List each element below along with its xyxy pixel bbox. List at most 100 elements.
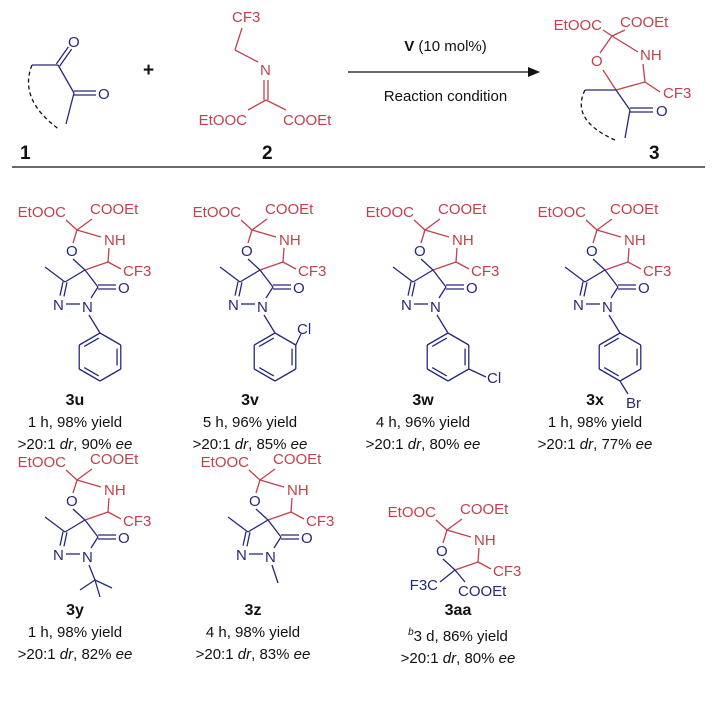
aromatic-bond (426, 332, 449, 346)
methyl-bond (219, 266, 241, 283)
imine-bond (583, 282, 588, 297)
aromatic-bond (78, 368, 101, 382)
bond (248, 469, 261, 481)
ester-group: EtOOC (199, 112, 248, 129)
selectivity: >20:1 dr, 80% ee (378, 648, 538, 670)
bromine-atom: Br (626, 395, 641, 412)
bond (290, 511, 305, 520)
ee-value: , 80% (456, 650, 495, 667)
bond (592, 258, 606, 271)
bond (76, 479, 102, 488)
ee-label: ee (115, 436, 133, 453)
product-label: 3 (649, 143, 660, 164)
ring-bond (273, 536, 282, 549)
time-yield-text: 1 h, 98% yield (27, 624, 123, 641)
ring-bond (65, 92, 75, 125)
bond (420, 229, 426, 244)
ee-label: ee (115, 646, 133, 663)
aromatic-bond (603, 337, 620, 348)
bond (627, 247, 630, 263)
oxygen-atom: O (466, 280, 478, 297)
bond (251, 218, 268, 231)
oxygen-atom: O (66, 493, 78, 510)
ee-label: ee (498, 650, 516, 667)
bond (267, 511, 292, 521)
bond (72, 508, 86, 521)
methyl-bond (227, 516, 249, 533)
ee-label: ee (463, 436, 481, 453)
nitrogen-atom: N (236, 547, 247, 564)
bond (65, 469, 78, 481)
nitrogen-atom: N (602, 299, 613, 316)
aromatic-bond (253, 368, 276, 382)
ring-bond (412, 269, 434, 283)
ester-group: EtOOC (554, 17, 603, 34)
bond (76, 229, 102, 238)
compound-caption: 3z 4 h, 98% yield >20:1 dr, 83% ee (173, 600, 333, 666)
compound-label: 3y (66, 602, 84, 619)
cf3-group: CF3 (123, 263, 151, 280)
bond (642, 63, 646, 83)
bond (247, 258, 261, 271)
reactant-2-label: 2 (262, 143, 273, 164)
ester-group: COOEt (265, 201, 314, 218)
ester-group: COOEt (438, 201, 487, 218)
dr-value: >20:1 (17, 436, 56, 453)
oxygen-atom: O (656, 103, 668, 120)
dr-label: dr (234, 436, 249, 453)
methyl-bond (44, 516, 66, 533)
bond (265, 99, 287, 111)
selectivity: >20:1 dr, 80% ee (343, 434, 503, 456)
oxygen-atom: O (68, 34, 80, 51)
compound-caption: 3x 1 h, 98% yield >20:1 dr, 77% ee (515, 390, 675, 456)
time-yield-text: 1 h, 98% yield (27, 414, 123, 431)
oxygen-atom: O (586, 243, 598, 260)
methyl-bond (94, 579, 113, 589)
bond (240, 219, 253, 231)
dr-value: >20:1 (537, 436, 576, 453)
compound-label: 3v (241, 392, 259, 409)
nitrogen-atom: N (228, 297, 239, 314)
dr-value: >20:1 (365, 436, 404, 453)
bond (477, 561, 492, 570)
aromatic-bond (99, 368, 122, 382)
time-yield-text: 3 d, 86% yield (413, 628, 508, 645)
bond (259, 261, 284, 271)
imine-bond (407, 281, 412, 296)
bond (107, 511, 122, 520)
nitrogen-atom: N (82, 299, 93, 316)
dr-value: >20:1 (400, 650, 439, 667)
aromatic-bond (274, 332, 297, 346)
aromatic-bond (426, 368, 449, 382)
chlorine-atom: Cl (487, 370, 501, 387)
bond (424, 229, 450, 238)
bond (602, 29, 613, 37)
reactant-1-label: 1 (20, 143, 31, 164)
bond (442, 529, 448, 544)
selectivity: >20:1 dr, 83% ee (173, 644, 333, 666)
bond (477, 547, 480, 563)
nitrogen-atom: N (53, 297, 64, 314)
oxygen-atom: O (638, 280, 650, 297)
bond (644, 81, 661, 93)
ring-bond (90, 286, 99, 299)
oxygen-atom: O (249, 493, 261, 510)
ring-bond (584, 269, 606, 283)
bond (611, 35, 639, 53)
dr-label: dr (579, 436, 594, 453)
aromatic-bond (258, 366, 275, 377)
bond (84, 511, 109, 521)
nitrogen-atom: N (260, 62, 271, 79)
bond (432, 261, 457, 271)
bond (599, 35, 613, 54)
carbonyl-bond (59, 48, 73, 67)
bond (439, 569, 456, 583)
dr-label: dr (442, 650, 457, 667)
nitrogen-atom: N (430, 299, 441, 316)
bond (602, 69, 617, 91)
oxygen-atom: O (66, 243, 78, 260)
oxygen-atom: O (118, 280, 130, 297)
bond (592, 229, 598, 244)
ester-group: COOEt (90, 451, 139, 468)
